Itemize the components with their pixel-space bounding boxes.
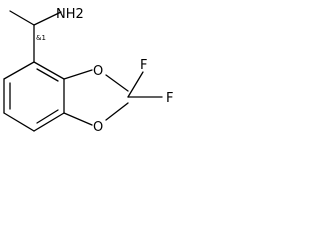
oxygen-bottom-label: O — [93, 120, 103, 135]
bond-methyl — [9, 10, 35, 26]
double-bond-inner-1 — [36, 68, 59, 82]
bond-ring-3 — [33, 112, 65, 132]
bond-o-top — [63, 69, 93, 80]
bond-ring-6 — [3, 61, 35, 80]
fluorine-top-label: F — [140, 58, 147, 73]
bond-o-bottom-cf2 — [105, 102, 129, 121]
double-bond-inner-2 — [36, 109, 59, 124]
bond-ring-1 — [33, 61, 65, 80]
amine-label: NH2 — [56, 7, 84, 22]
molecule-drawing: NH2 &1 O O F F — [3, 7, 173, 135]
stereo-tag: &1 — [36, 34, 46, 42]
bond-o-bottom — [63, 112, 93, 126]
bond-amine — [33, 11, 62, 26]
structure-canvas: NH2 &1 O O F F — [0, 0, 189, 153]
bond-cf-top — [127, 71, 144, 98]
bond-ring-4 — [3, 112, 35, 132]
oxygen-top-label: O — [93, 64, 103, 79]
fluorine-right-label: F — [166, 91, 173, 106]
bond-o-top-cf2 — [105, 74, 129, 92]
